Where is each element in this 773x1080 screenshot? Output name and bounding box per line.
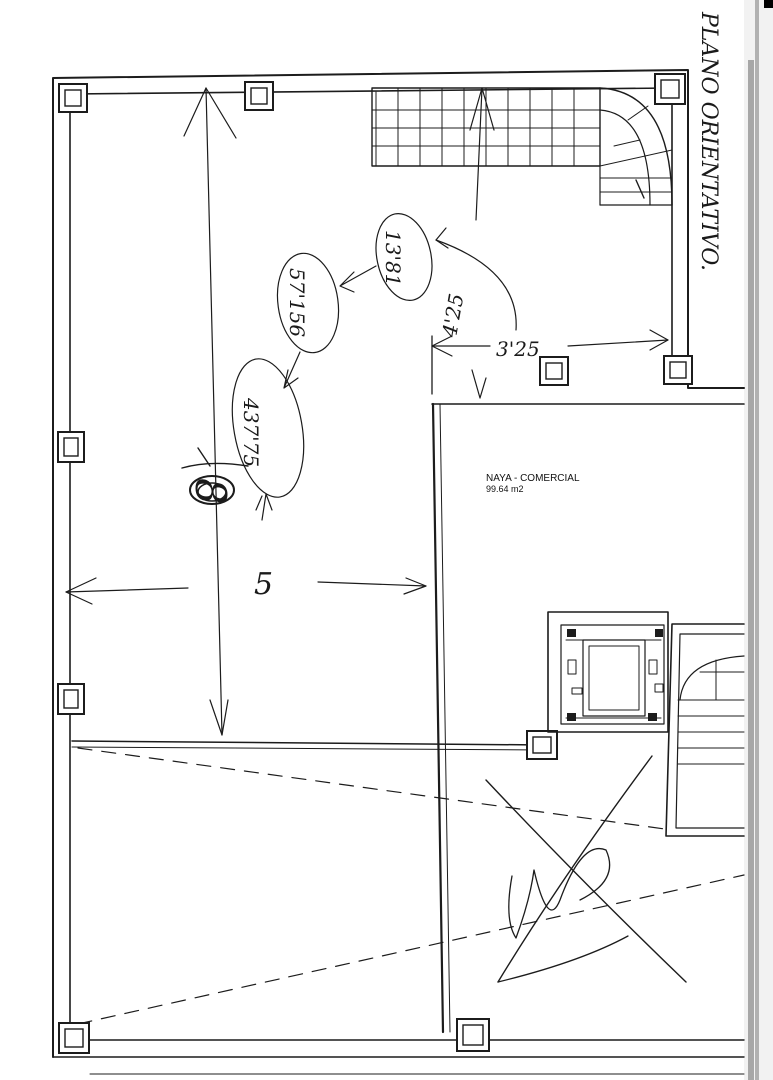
width-dimension: 5 bbox=[254, 567, 273, 602]
lift-core bbox=[547, 611, 669, 733]
top-staircase bbox=[371, 87, 673, 206]
outer-walls bbox=[52, 69, 745, 1075]
dashed-slope-lines bbox=[77, 747, 745, 1025]
handwritten-ovals bbox=[231, 212, 433, 498]
structural-columns bbox=[57, 73, 693, 1054]
sheet-title: PLANO ORIENTATIVO. bbox=[696, 11, 721, 271]
step-dimension: 4'25 bbox=[437, 292, 468, 340]
corridor-dimension: 3'25 bbox=[496, 337, 540, 361]
note-437-75: 437'75 bbox=[239, 397, 263, 467]
scan-edge-shadow bbox=[744, 0, 773, 1080]
room-area: 99.64 m2 bbox=[486, 484, 524, 494]
interior-walls bbox=[71, 402, 745, 1034]
room-name: NAYA - COMERCIAL bbox=[486, 473, 580, 484]
crossed-out-mark bbox=[485, 755, 687, 983]
handwritten-dimensions bbox=[65, 87, 669, 736]
note-13-81: 13'81 bbox=[381, 230, 405, 286]
handwritten-scribble: 8 bbox=[181, 447, 249, 505]
note-57-156: 57'156 bbox=[285, 268, 309, 337]
right-staircase bbox=[665, 623, 745, 837]
